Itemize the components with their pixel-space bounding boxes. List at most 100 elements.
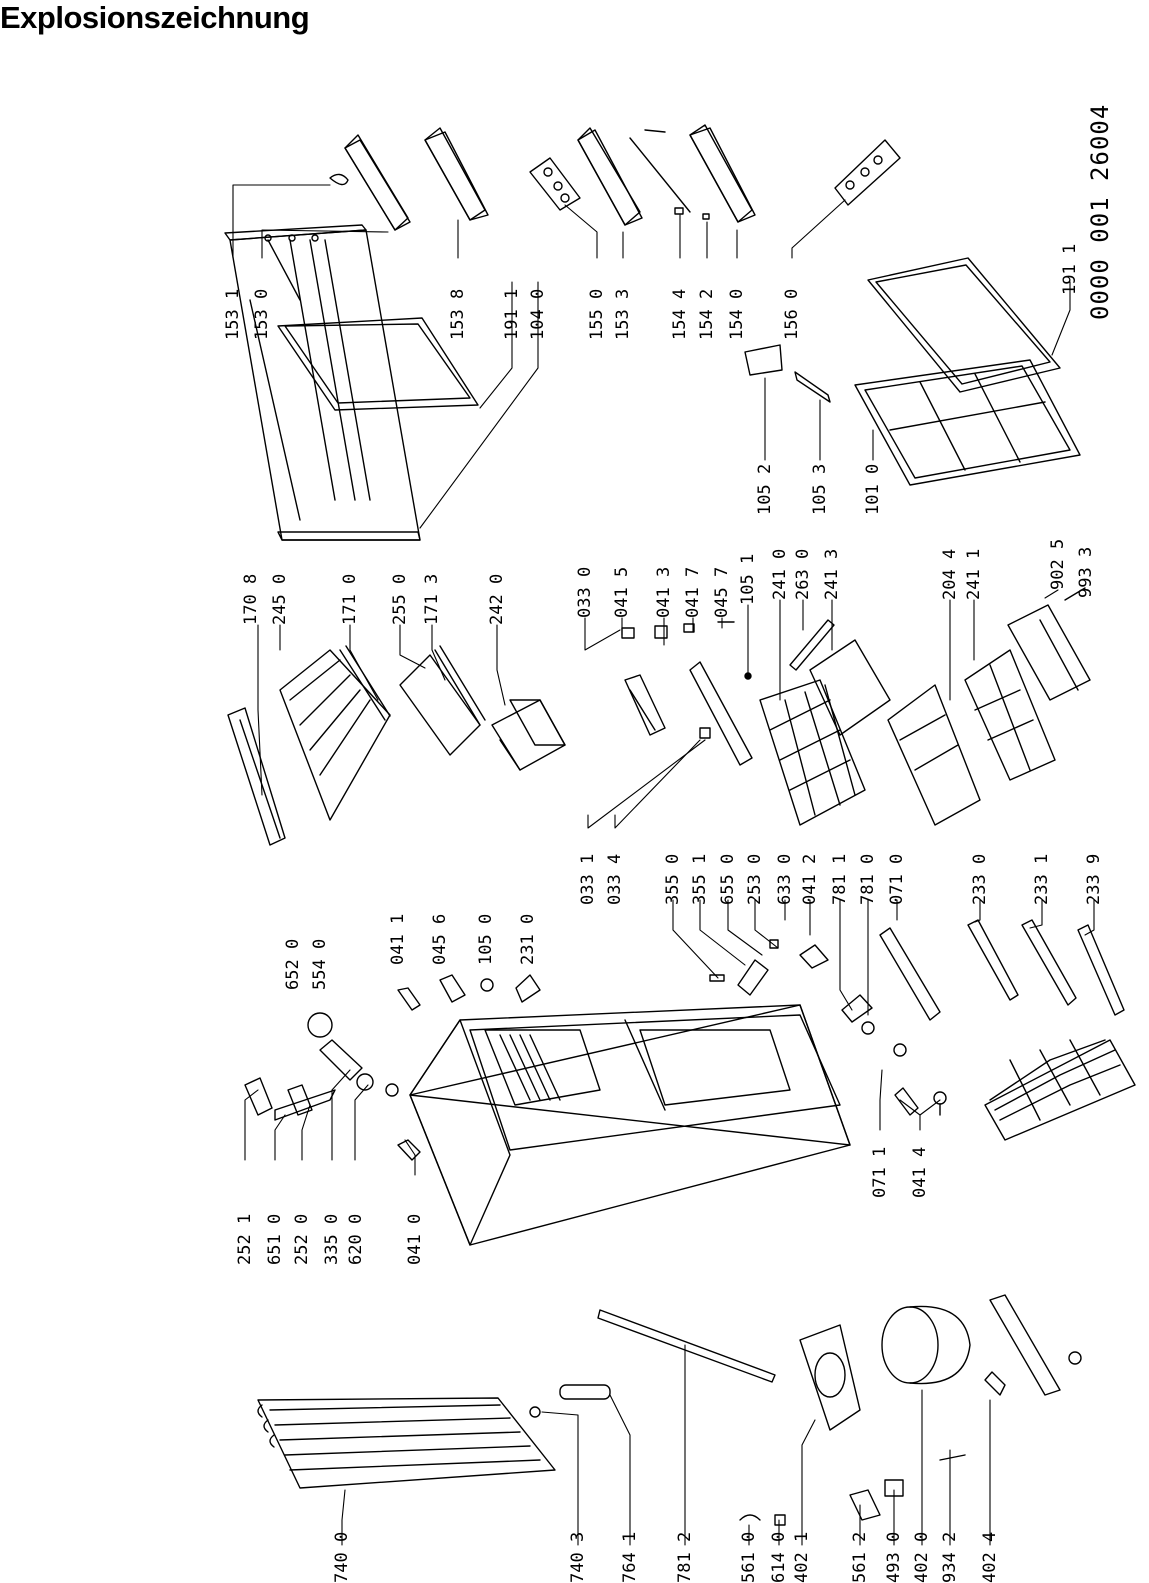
hinge-parts-right xyxy=(440,975,540,1002)
compressor-base-402-1 xyxy=(800,1325,860,1430)
part-label: 204 4 xyxy=(940,548,960,600)
door-shelf-154 xyxy=(690,125,755,222)
screw-993 xyxy=(1065,588,1085,600)
door-inner-panel xyxy=(225,225,420,540)
part-label: 033 4 xyxy=(605,853,625,905)
part-label: 071 0 xyxy=(887,853,907,905)
part-label: 104 0 xyxy=(528,288,548,340)
fridge-cabinet xyxy=(410,1005,850,1245)
door-shelf-153-3 xyxy=(578,128,642,225)
part-label: 934 2 xyxy=(940,1531,960,1583)
part-label: 191 1 xyxy=(502,288,522,340)
part-label: 071 1 xyxy=(870,1146,890,1198)
rod-154-4 xyxy=(630,130,709,219)
rail-033-1 xyxy=(690,662,752,765)
freezer-basket-241-1 xyxy=(965,650,1055,780)
part-label: 233 0 xyxy=(970,853,990,905)
shelf-trim-171-0 xyxy=(340,646,390,720)
lamp-and-switch xyxy=(710,928,940,1034)
drier-764 xyxy=(530,1385,610,1417)
freezer-door-gasket xyxy=(278,318,478,410)
part-label: 154 2 xyxy=(697,288,717,340)
part-label: 041 1 xyxy=(388,913,408,965)
part-label: 171 0 xyxy=(340,573,360,625)
strip-263 xyxy=(790,620,834,670)
part-label: 651 0 xyxy=(265,1213,285,1265)
part-label: 252 1 xyxy=(235,1213,255,1265)
part-label: 153 3 xyxy=(613,288,633,340)
freezer-door-101 xyxy=(855,360,1080,485)
part-label: 231 0 xyxy=(518,913,538,965)
door-shelf-153 xyxy=(330,135,410,230)
part-label: 993 3 xyxy=(1076,546,1096,598)
egg-tray-156 xyxy=(835,140,900,205)
part-label: 153 0 xyxy=(252,288,272,340)
part-label: 241 0 xyxy=(770,548,790,600)
part-label: 781 2 xyxy=(675,1531,695,1583)
part-label: 105 1 xyxy=(738,553,758,605)
foot-071-1-and-041-4 xyxy=(894,1044,946,1115)
door-handles-233 xyxy=(968,920,1124,1015)
part-label: 156 0 xyxy=(782,288,802,340)
part-label: 781 0 xyxy=(858,853,878,905)
part-label: 561 0 xyxy=(739,1531,759,1583)
part-label: 105 3 xyxy=(810,463,830,515)
control-unit xyxy=(245,988,420,1160)
part-label: 154 0 xyxy=(727,288,747,340)
part-label: 045 6 xyxy=(430,913,450,965)
part-label: 253 0 xyxy=(745,853,765,905)
part-label: 252 0 xyxy=(292,1213,312,1265)
vent-033 xyxy=(625,675,665,735)
cover-plate-170-8 xyxy=(228,708,285,845)
part-label: 620 0 xyxy=(346,1213,366,1265)
part-label: 740 0 xyxy=(332,1531,352,1583)
part-label: 041 0 xyxy=(405,1213,425,1265)
small-clips-041 xyxy=(622,622,751,738)
part-label: 554 0 xyxy=(310,938,330,990)
part-label: 255 0 xyxy=(390,573,410,625)
part-label: 041 3 xyxy=(654,566,674,618)
pipe-781-2 xyxy=(598,1310,775,1382)
part-label: 105 0 xyxy=(476,913,496,965)
part-label: 153 1 xyxy=(223,288,243,340)
condenser-740 xyxy=(258,1398,555,1488)
drawer-204-4 xyxy=(888,685,980,825)
part-label: 740 3 xyxy=(568,1531,588,1583)
part-label: 614 0 xyxy=(769,1531,789,1583)
part-label: 561 2 xyxy=(850,1531,870,1583)
part-label: 171 3 xyxy=(422,573,442,625)
part-label: 902 5 xyxy=(1048,538,1068,590)
part-label: 242 0 xyxy=(487,573,507,625)
part-label: 241 1 xyxy=(964,548,984,600)
gasket-191-1-right xyxy=(868,258,1060,392)
part-label: 355 0 xyxy=(663,853,683,905)
compressor-402-0 xyxy=(882,1306,970,1383)
part-label: 191 1 xyxy=(1060,243,1080,295)
part-label: 633 0 xyxy=(775,853,795,905)
part-label: 652 0 xyxy=(283,938,303,990)
part-label: 233 1 xyxy=(1032,853,1052,905)
part-label: 033 1 xyxy=(578,853,598,905)
part-label: 655 0 xyxy=(718,853,738,905)
page-title: Explosionszeichnung xyxy=(0,0,310,35)
freezer-basket-241-0 xyxy=(760,680,865,825)
lid-241-3 xyxy=(810,640,890,735)
compressor-small-parts xyxy=(740,1295,1081,1525)
part-label: 153 8 xyxy=(448,288,468,340)
part-label: 041 2 xyxy=(800,853,820,905)
part-label: 402 4 xyxy=(980,1531,1000,1583)
part-label: 263 0 xyxy=(793,548,813,600)
part-label: 233 9 xyxy=(1084,853,1104,905)
part-label: 154 4 xyxy=(670,288,690,340)
part-label: 781 1 xyxy=(830,853,850,905)
part-label: 402 1 xyxy=(792,1531,812,1583)
part-label: 493 0 xyxy=(884,1531,904,1583)
front-panel-902 xyxy=(1008,605,1090,700)
part-label: 041 5 xyxy=(612,566,632,618)
part-label: 245 0 xyxy=(270,573,290,625)
part-label: 045 7 xyxy=(712,566,732,618)
wire-shelf-245 xyxy=(280,650,390,820)
part-label: 241 3 xyxy=(822,548,842,600)
part-label: 033 0 xyxy=(575,566,595,618)
